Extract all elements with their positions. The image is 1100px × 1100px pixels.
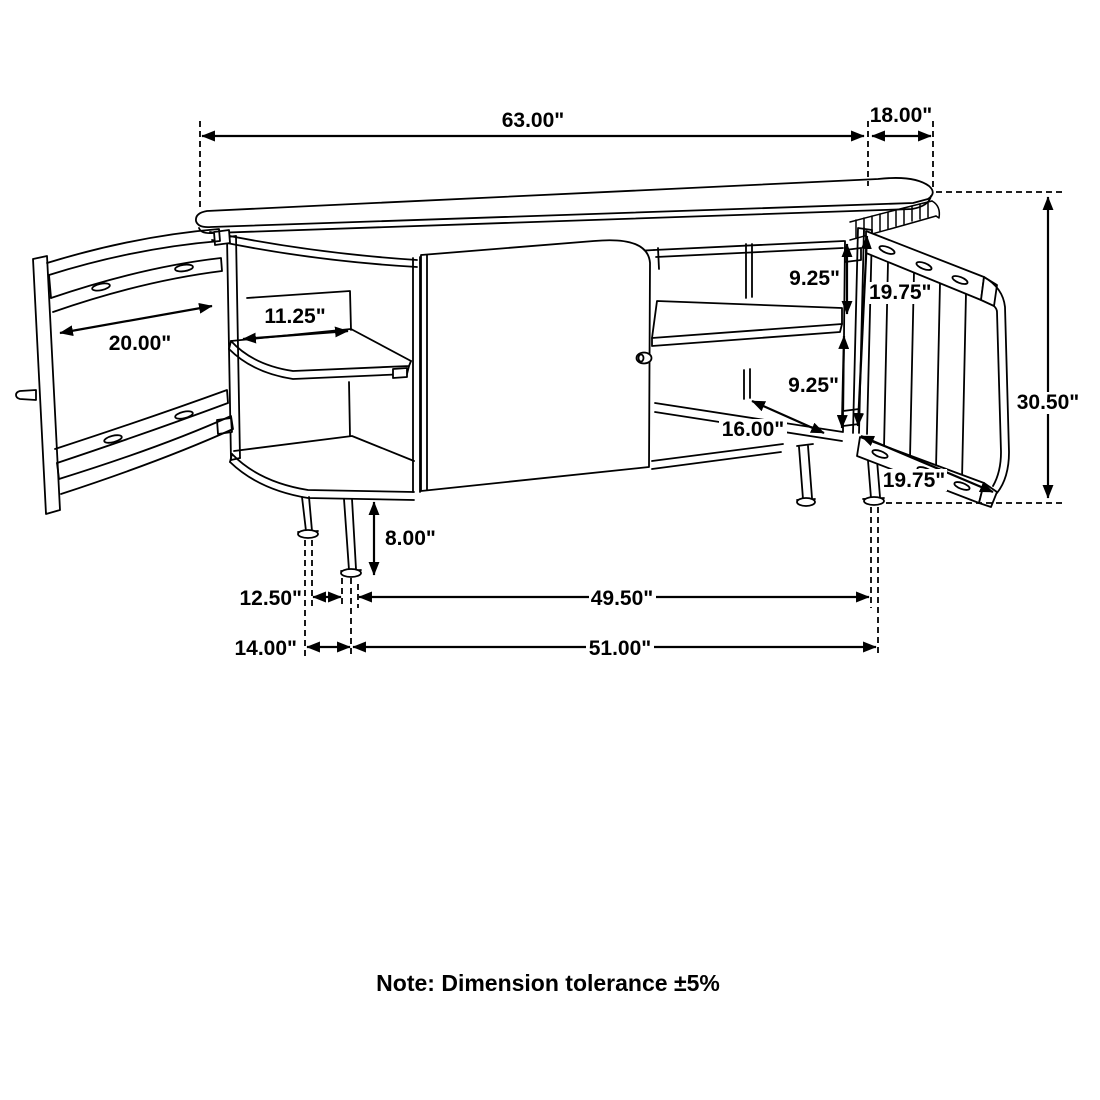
dim-compartment-depth-label: 16.00" xyxy=(722,418,785,441)
dim-line-lower-compartment-height xyxy=(836,335,850,429)
dim-leg-span-outer-label: 51.00" xyxy=(589,637,652,660)
leg-foot xyxy=(796,497,816,507)
dimension-labels: 63.00" 18.00" 30.50" 20.00" 11.25" 9.25"… xyxy=(109,104,1082,660)
legs xyxy=(297,443,885,578)
interior-shelf xyxy=(651,300,843,339)
bottom-platform xyxy=(233,435,415,462)
dim-leg-height-label: 8.00" xyxy=(385,527,436,550)
dim-right-door-height-label: 19.75" xyxy=(869,281,932,304)
center-divider xyxy=(412,256,421,493)
dim-line-right-door-height xyxy=(853,235,872,427)
left-door-open xyxy=(15,228,234,515)
left-hinge-top xyxy=(213,229,231,246)
dim-left-shelf-depth-label: 11.25" xyxy=(264,305,325,328)
dim-line-left-shelf-depth xyxy=(242,326,349,344)
dim-right-door-width-label: 19.75" xyxy=(883,469,946,492)
dim-leg-span-inner-label: 49.50" xyxy=(591,587,654,610)
dim-top-depth-label: 18.00" xyxy=(870,104,933,127)
left-shelf-section xyxy=(228,256,421,501)
extension-lines xyxy=(199,121,1066,657)
tolerance-note: Note: Dimension tolerance ±5% xyxy=(376,970,720,996)
leg-foot xyxy=(863,496,885,506)
dim-overall-width-label: 63.00" xyxy=(502,109,565,132)
dim-line-left-door-width xyxy=(59,302,213,337)
dim-left-door-width-label: 20.00" xyxy=(109,332,172,355)
right-door-slats xyxy=(883,261,967,481)
sliding-door xyxy=(420,239,653,492)
dim-line-compartment-depth xyxy=(751,399,825,435)
dim-overall-height-label: 30.50" xyxy=(1017,391,1080,414)
dim-front-leg-spacing-label: 12.50" xyxy=(239,587,302,610)
right-hinge-bottom xyxy=(842,408,860,427)
leg-foot xyxy=(297,529,319,539)
dim-upper-compartment-height-label: 9.25" xyxy=(789,267,840,290)
left-door-knob xyxy=(15,389,37,401)
dim-line-right-door-width xyxy=(860,434,994,494)
dim-outer-leg-spacing-label: 14.00" xyxy=(234,637,297,660)
tambour-slats xyxy=(855,201,929,239)
leg-foot xyxy=(340,568,362,578)
dim-lower-compartment-height-label: 9.25" xyxy=(788,374,839,397)
